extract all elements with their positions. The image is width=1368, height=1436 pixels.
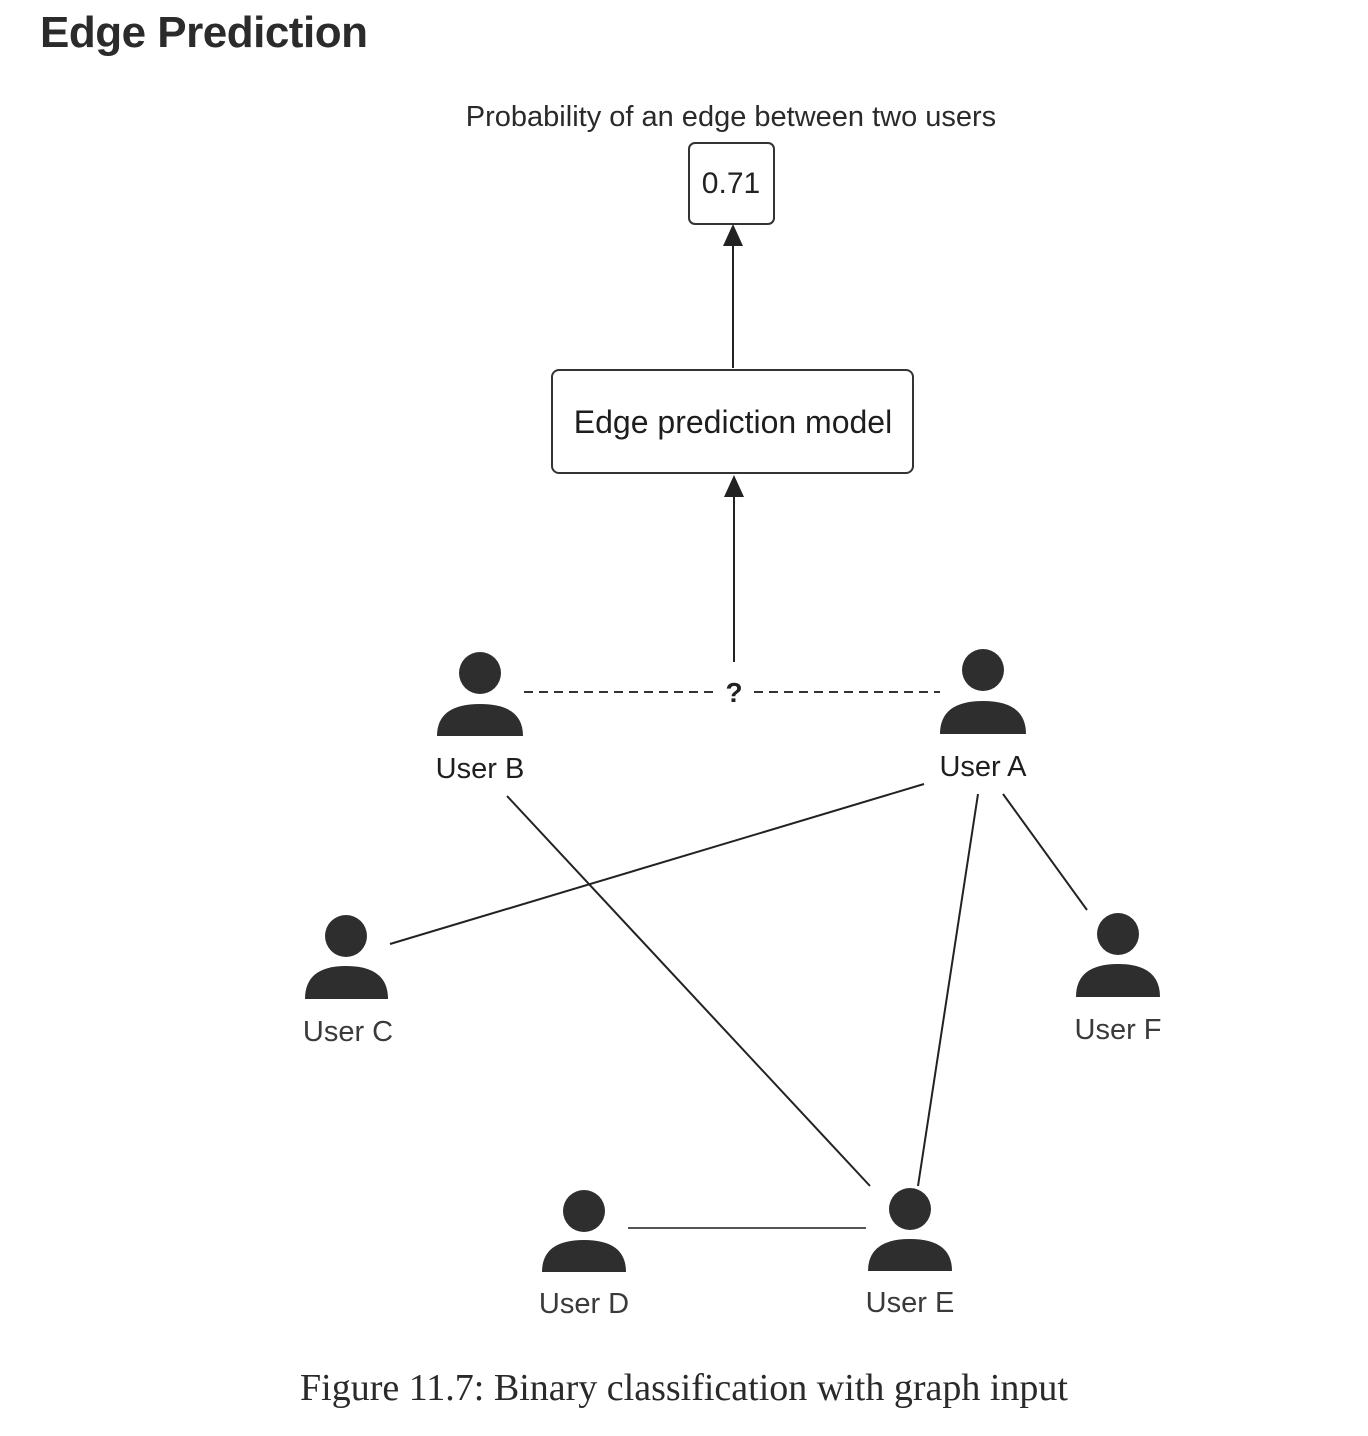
user-c-node: User C	[303, 915, 393, 1048]
user-e-icon-body	[868, 1239, 952, 1271]
user-d-icon-body	[542, 1240, 626, 1272]
unknown-edge-marker: ?	[725, 677, 742, 708]
user-a-icon-head	[962, 649, 1004, 691]
user-b-icon-head	[459, 652, 501, 694]
user-d-label: User D	[539, 1288, 629, 1320]
edge-prediction-diagram: Probability of an edge between two users…	[303, 101, 1162, 1320]
edge-b-e	[506, 795, 871, 1187]
user-b-label: User B	[436, 753, 525, 785]
user-f-node: User F	[1075, 913, 1162, 1046]
model-box	[551, 369, 914, 474]
user-e-label: User E	[866, 1287, 955, 1319]
user-b-node: User B	[436, 652, 525, 785]
user-e-node: User E	[866, 1188, 955, 1319]
user-a-icon-body	[940, 701, 1026, 734]
user-a-node: User A	[939, 649, 1027, 783]
user-a-label: User A	[939, 751, 1027, 783]
user-b-icon-body	[437, 704, 523, 736]
user-d-node: User D	[539, 1190, 629, 1320]
user-c-label: User C	[303, 1016, 393, 1048]
user-c-icon-head	[325, 915, 367, 957]
edge-a-f	[1002, 793, 1088, 911]
output-heading: Probability of an edge between two users	[466, 101, 996, 133]
user-d-icon-head	[563, 1190, 605, 1232]
output-value: 0.71	[702, 167, 760, 200]
edge-a-c	[389, 783, 925, 945]
user-c-icon-body	[305, 966, 388, 999]
figure-caption: Figure 11.7: Binary classification with …	[300, 1367, 1068, 1409]
edge-a-e	[917, 793, 979, 1187]
model-label: Edge prediction model	[574, 404, 892, 440]
user-f-icon-body	[1076, 964, 1160, 997]
user-f-label: User F	[1075, 1014, 1162, 1046]
page-title: Edge Prediction	[40, 8, 368, 57]
user-e-icon-head	[889, 1188, 931, 1230]
user-f-icon-head	[1097, 913, 1139, 955]
